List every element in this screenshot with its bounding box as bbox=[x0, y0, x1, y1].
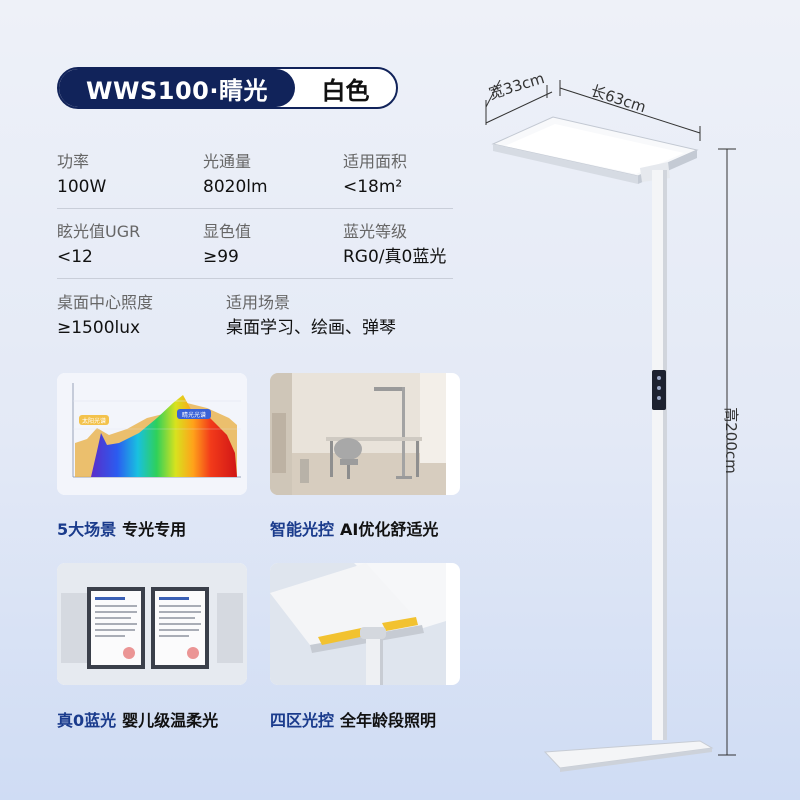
feature-caption-2: 智能光控 AI优化舒适光 bbox=[270, 516, 438, 540]
spec-label: 显色值 bbox=[203, 222, 252, 241]
certificates-image bbox=[57, 563, 247, 685]
spectrum-badge-lamp: 睛光光谱 bbox=[182, 411, 206, 419]
model-name: WWS100·睛光 bbox=[59, 69, 295, 107]
feature-caption-1: 5大场景专光专用 bbox=[57, 516, 186, 540]
lamp-head-image bbox=[270, 563, 460, 685]
divider bbox=[57, 278, 453, 279]
spec-luminous-flux: 光通量 8020lm bbox=[203, 152, 268, 199]
spec-value: RG0/真0蓝光 bbox=[343, 247, 447, 267]
caption-text: 专光专用 bbox=[122, 520, 187, 539]
spec-scenes: 适用场景 桌面学习、绘画、弹琴 bbox=[226, 293, 396, 340]
spec-label: 桌面中心照度 bbox=[57, 293, 154, 312]
spec-area: 适用面积 <18m² bbox=[343, 152, 407, 199]
spec-value: <12 bbox=[57, 247, 93, 267]
spec-value: 8020lm bbox=[203, 177, 268, 197]
spec-label: 蓝光等级 bbox=[343, 222, 408, 241]
spec-value: <18m² bbox=[343, 177, 403, 197]
spec-value: 桌面学习、绘画、弹琴 bbox=[226, 318, 396, 338]
spec-ugr: 眩光值UGR <12 bbox=[57, 222, 140, 269]
spectrum-badge-sun: 太阳光谱 bbox=[82, 417, 106, 425]
spec-value: ≥1500lux bbox=[57, 318, 141, 338]
spec-bluelight: 蓝光等级 RG0/真0蓝光 bbox=[343, 222, 446, 269]
height-dimension-label: 高200cm bbox=[721, 407, 740, 474]
spec-cri: 显色值 ≥99 bbox=[203, 222, 251, 269]
spec-label: 适用场景 bbox=[226, 293, 291, 312]
caption-text: 全年龄段照明 bbox=[340, 711, 437, 730]
caption-highlight: 智能光控 bbox=[270, 520, 335, 539]
caption-text: 婴儿级温柔光 bbox=[122, 711, 219, 730]
product-title-pill: WWS100·睛光 白色 bbox=[57, 67, 398, 109]
spec-label: 光通量 bbox=[203, 152, 252, 171]
caption-text: AI优化舒适光 bbox=[340, 520, 439, 539]
spec-label: 眩光值UGR bbox=[57, 222, 141, 241]
study-room-image bbox=[270, 373, 460, 495]
spec-value: ≥99 bbox=[203, 247, 239, 267]
divider bbox=[57, 208, 453, 209]
spec-label: 功率 bbox=[57, 152, 90, 171]
caption-highlight: 四区光控 bbox=[270, 711, 335, 730]
spectrum-chart-image: 太阳光谱 睛光光谱 bbox=[57, 373, 247, 495]
feature-caption-3: 真0蓝光婴儿级温柔光 bbox=[57, 707, 218, 731]
caption-highlight: 5大场景 bbox=[57, 520, 117, 539]
feature-caption-4: 四区光控全年龄段照明 bbox=[270, 707, 436, 731]
floor-lamp-illustration bbox=[485, 80, 736, 772]
spec-illuminance: 桌面中心照度 ≥1500lux bbox=[57, 293, 153, 340]
spec-value: 100W bbox=[57, 177, 107, 197]
spec-power: 功率 100W bbox=[57, 152, 106, 199]
caption-highlight: 真0蓝光 bbox=[57, 711, 117, 730]
color-variant: 白色 bbox=[321, 76, 370, 105]
spec-label: 适用面积 bbox=[343, 152, 408, 171]
